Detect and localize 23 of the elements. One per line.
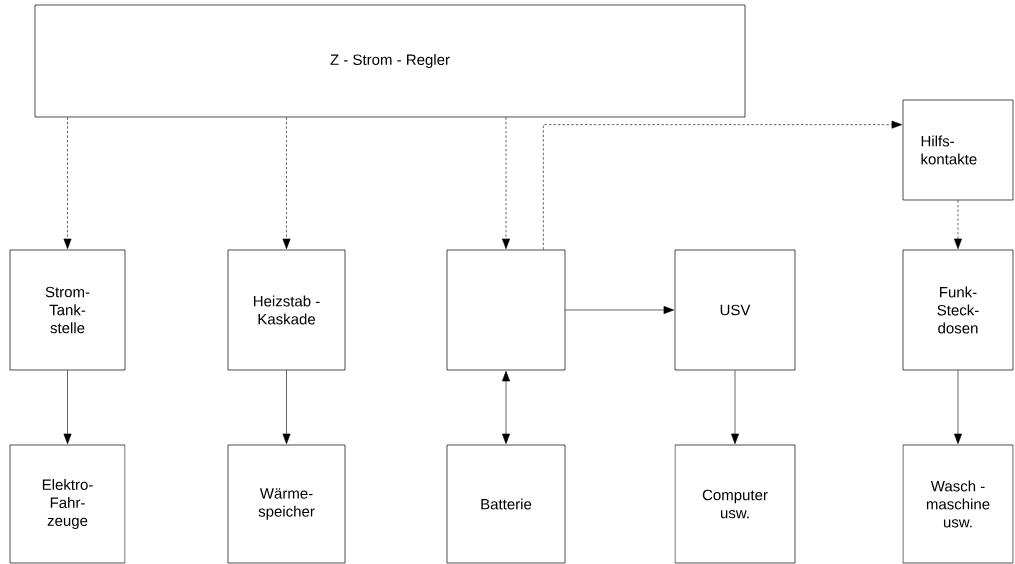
process-box: Heizstab - Kaskade (227, 249, 346, 371)
process-box: Hilfs- kontakte (902, 99, 1014, 201)
arrow (63, 370, 72, 445)
process-box: Computer usw. (674, 444, 796, 564)
arrow (954, 370, 962, 445)
arrow (731, 370, 739, 445)
process-box: Batterie (446, 444, 566, 564)
process-box: Elektro- Fahr- zeuge (9, 444, 126, 564)
arrow (63, 117, 72, 250)
arrow (565, 306, 675, 314)
process-box: Wärme- speicher (227, 444, 346, 564)
arrow (502, 117, 510, 250)
process-box: Z - Strom - Regler (34, 4, 746, 118)
arrow (954, 200, 962, 250)
process-box (446, 249, 566, 371)
arrow (282, 117, 291, 250)
process-box: USV (674, 249, 796, 371)
arrow (282, 370, 291, 445)
process-box: Strom- Tank- stelle (9, 249, 126, 371)
arrow (502, 370, 510, 445)
arrow (543, 120, 903, 250)
process-box: Wasch - maschine usw. (902, 444, 1014, 564)
process-box: Funk- Steck- dosen (902, 249, 1014, 371)
